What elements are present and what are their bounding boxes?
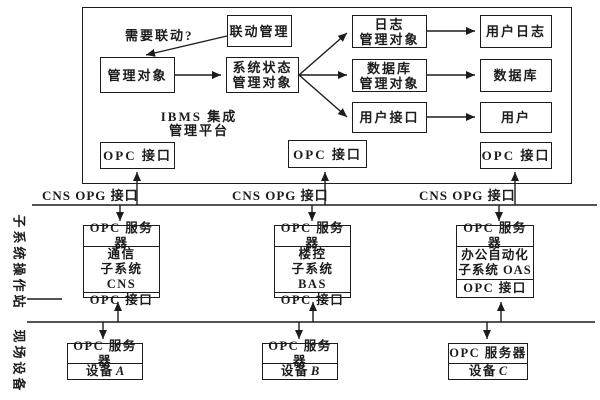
subsystem-stack-oas: OPC 服务器 办公自动化 子系统 OAS OPC 接口 bbox=[456, 221, 534, 298]
box-opc-interface-platform-left: OPC 接口 bbox=[100, 142, 175, 169]
bus-label-right: CNS OPG 接口 bbox=[419, 188, 516, 203]
subsystem-name: 通信 子系统 CNS bbox=[84, 246, 159, 292]
layer-label-field: 现场设备 bbox=[11, 329, 27, 394]
opc-interface-label: OPC 接口 bbox=[457, 279, 533, 297]
subsystem-name: 楼控 子系统 BAS bbox=[275, 246, 350, 292]
subsystem-stack-cns: OPC 服务器 通信 子系统 CNS OPC 接口 bbox=[83, 221, 160, 307]
box-managed-object: 管理对象 bbox=[100, 57, 175, 93]
opc-interface-label: OPC 接口 bbox=[275, 292, 350, 308]
box-linkage-management: 联动管理 bbox=[227, 15, 292, 47]
device-label: 设备 bbox=[85, 364, 114, 378]
box-user-log: 用户日志 bbox=[480, 15, 552, 48]
box-opc-interface-platform-right: OPC 接口 bbox=[480, 142, 552, 169]
subsystem-name: 办公自动化 子系统 OAS bbox=[457, 246, 533, 277]
opc-server-label: OPC 服务器 bbox=[268, 338, 332, 368]
bus-label-mid: CNS OPG 接口 bbox=[232, 188, 329, 203]
bus-label-left: CNS OPG 接口 bbox=[42, 188, 139, 203]
opc-server-label: OPC 服务器 bbox=[73, 338, 137, 368]
box-database: 数据库 bbox=[480, 59, 552, 92]
opc-server-label: OPC 服务器 bbox=[449, 346, 527, 360]
box-log-mgmt-object: 日志 管理对象 bbox=[352, 15, 427, 48]
arrow-status-to-userif bbox=[298, 74, 348, 118]
opc-server-label: OPC 服务器 bbox=[89, 221, 154, 250]
box-db-mgmt-object: 数据库 管理对象 bbox=[352, 59, 427, 92]
platform-frame bbox=[82, 7, 572, 184]
opc-server-label: OPC 服务器 bbox=[280, 221, 345, 250]
opc-server-label: OPC 服务器 bbox=[463, 221, 527, 250]
opc-interface-label: OPC 接口 bbox=[84, 292, 159, 308]
arrow-linkage-to-managed bbox=[145, 35, 228, 57]
question-label: 需要联动? bbox=[125, 28, 194, 43]
box-user-interface: 用户接口 bbox=[352, 102, 427, 133]
platform-title: IBMS 集成 管理平台 bbox=[160, 109, 238, 138]
device-label: 设备 bbox=[280, 364, 309, 378]
subsystem-stack-bas: OPC 服务器 楼控 子系统 BAS OPC 接口 bbox=[274, 221, 351, 307]
box-user: 用户 bbox=[480, 102, 552, 133]
box-system-status-object: 系统状态 管理对象 bbox=[226, 57, 299, 93]
device-label: 设备 bbox=[468, 364, 497, 378]
layer-label-subsystem: 子系统操作站 bbox=[11, 214, 27, 311]
arrow-status-to-log bbox=[298, 32, 348, 76]
device-id: C bbox=[498, 364, 508, 378]
box-opc-interface-platform-mid: OPC 接口 bbox=[288, 140, 367, 168]
device-id: A bbox=[115, 364, 125, 378]
device-id: B bbox=[310, 364, 320, 378]
